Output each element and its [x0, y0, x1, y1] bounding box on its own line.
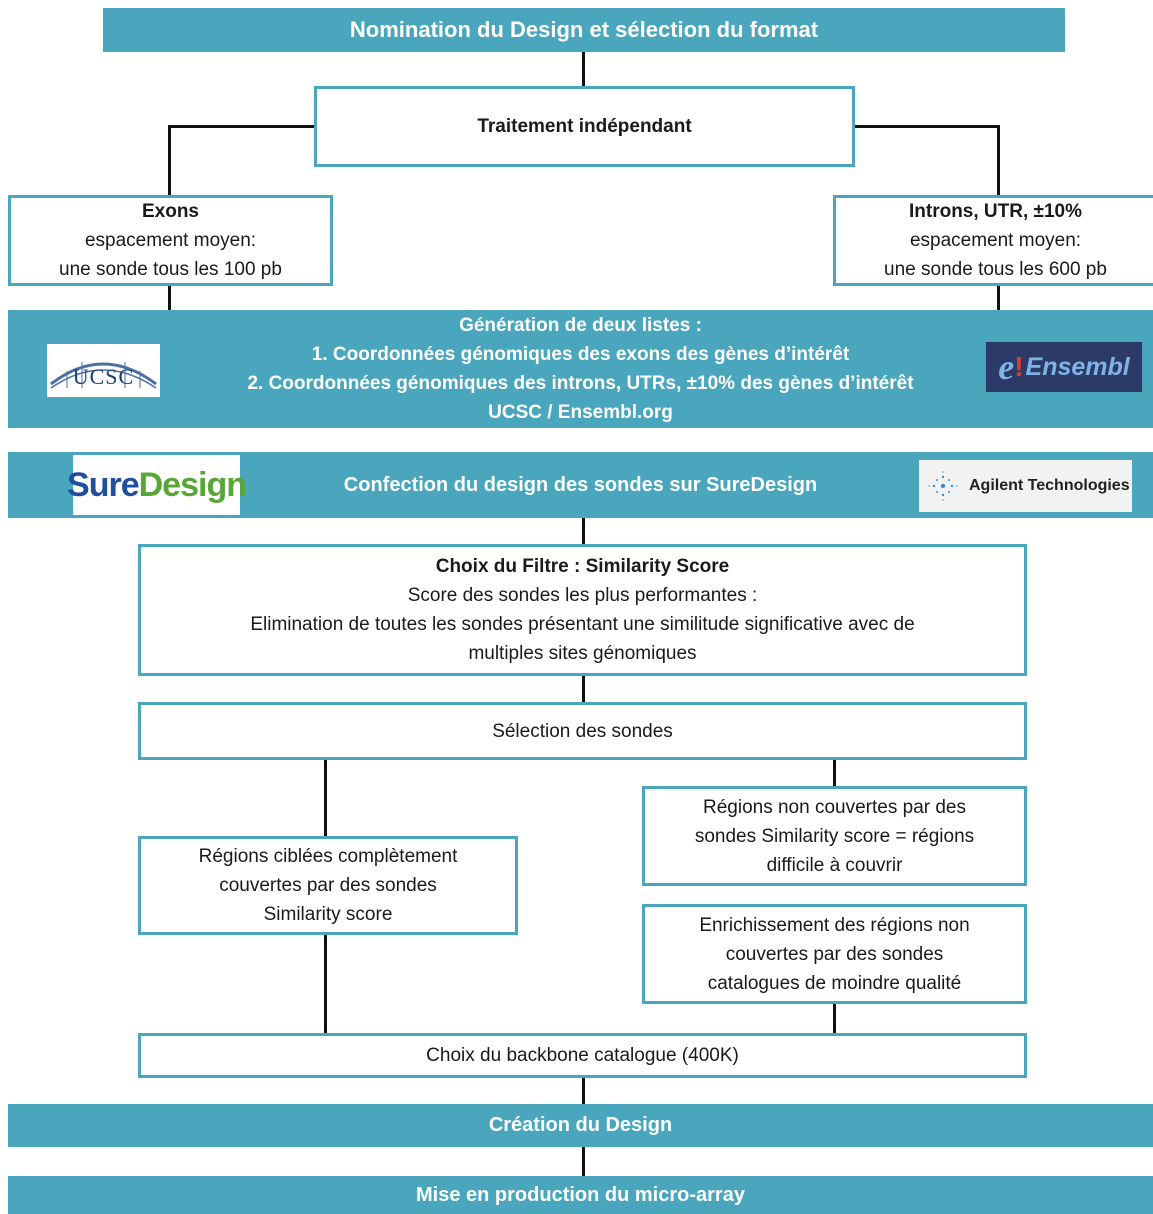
selection-label: Sélection des sondes	[492, 720, 673, 742]
introns-line2: une sonde tous les 600 pb	[884, 259, 1107, 280]
filtre-box: Choix du Filtre : Similarity Score Score…	[138, 544, 1027, 676]
connector-exons-generation	[168, 286, 171, 310]
regions-non-line3: difficile à couvrir	[766, 854, 903, 876]
ucsc-logo: UCSC	[47, 344, 160, 397]
ensembl-logo: e ! Ensembl	[986, 342, 1142, 392]
ensembl-bang: !	[1014, 351, 1024, 382]
ucsc-logo-text: UCSC	[72, 364, 135, 389]
generation-line2: 1. Coordonnées génomiques des exons des …	[311, 344, 850, 365]
connector-right-down	[997, 125, 1000, 195]
enrichissement-line1: Enrichissement des régions non	[699, 914, 970, 936]
enrichissement-line2: couvertes par des sondes	[725, 943, 944, 965]
connector-enrich-backbone	[833, 1004, 836, 1033]
selection-box: Sélection des sondes	[138, 702, 1027, 760]
generation-band: Génération de deux listes : 1. Coordonné…	[8, 310, 1153, 428]
filtre-line1: Score des sondes les plus performantes :	[407, 585, 758, 606]
regions-non-line1: Régions non couvertes par des	[703, 796, 966, 818]
exons-title: Exons	[141, 201, 200, 222]
header-title: Nomination du Design et sélection du for…	[349, 17, 819, 42]
connector-header-traitement	[582, 52, 585, 86]
traitement-box: Traitement indépendant	[314, 86, 855, 167]
generation-line1: Génération de deux listes :	[459, 315, 702, 336]
generation-line3: 2. Coordonnées génomiques des introns, U…	[247, 373, 914, 394]
introns-line1: espacement moyen:	[909, 230, 1082, 251]
connector-creation-production	[582, 1147, 585, 1176]
regions-ciblees-line2: couvertes par des sondes	[219, 875, 437, 896]
exons-line1: espacement moyen:	[84, 230, 257, 251]
agilent-spark-icon	[928, 471, 958, 501]
exons-box: Exons espacement moyen: une sonde tous l…	[8, 195, 333, 286]
exons-line2: une sonde tous les 100 pb	[59, 259, 282, 280]
generation-line4: UCSC / Ensembl.org	[488, 402, 673, 423]
backbone-box: Choix du backbone catalogue (400K)	[138, 1033, 1027, 1078]
regions-ciblees-line1: Régions ciblées complètement	[198, 846, 458, 867]
connector-ciblees-backbone	[324, 935, 327, 1033]
backbone-label: Choix du backbone catalogue (400K)	[426, 1045, 739, 1066]
suredesign-logo: Sure Design	[67, 455, 247, 515]
connector-backbone-creation	[582, 1078, 585, 1104]
header-band: Nomination du Design et sélection du for…	[103, 8, 1065, 52]
connector-filtre-selection	[582, 676, 585, 702]
regions-ciblees-box: Régions ciblées complètement couvertes p…	[138, 836, 518, 935]
creation-label: Création du Design	[488, 1114, 673, 1136]
regions-non-box: Régions non couvertes par des sondes Sim…	[642, 786, 1027, 886]
connector-selection-non	[833, 760, 836, 786]
suredesign-logo-sure: Sure	[67, 465, 140, 504]
ucsc-bridge-icon	[50, 362, 157, 389]
enrichissement-box: Enrichissement des régions non couvertes…	[642, 904, 1027, 1004]
regions-ciblees-line3: Similarity score	[263, 904, 393, 925]
ensembl-e: e	[998, 347, 1015, 387]
regions-non-line2: sondes Similarity score = régions	[694, 825, 975, 847]
traitement-label: Traitement indépendant	[477, 116, 692, 137]
connector-introns-generation	[997, 286, 1000, 310]
connector-selection-ciblees	[324, 760, 327, 836]
agilent-logo: Agilent Technologies	[919, 460, 1132, 512]
creation-band: Création du Design	[8, 1104, 1153, 1147]
connector-traitement-left	[168, 125, 314, 128]
connector-traitement-right	[852, 125, 1000, 128]
production-band: Mise en production du micro-array	[8, 1176, 1153, 1214]
filtre-line3: multiples sites génomiques	[468, 643, 697, 664]
agilent-logo-text: Agilent Technologies	[969, 477, 1130, 494]
enrichissement-line3: catalogues de moindre qualité	[707, 972, 962, 994]
introns-title: Introns, UTR, ±10%	[908, 201, 1082, 222]
filtre-line2: Elimination de toutes les sondes présent…	[250, 614, 915, 635]
confection-label: Confection du design des sondes sur Sure…	[343, 473, 818, 496]
suredesign-logo-design: Design	[138, 465, 247, 504]
connector-left-down	[168, 125, 171, 195]
ensembl-name: Ensembl	[1025, 352, 1130, 381]
connector-confection-filtre	[582, 518, 585, 544]
introns-box: Introns, UTR, ±10% espacement moyen: une…	[833, 195, 1153, 286]
production-label: Mise en production du micro-array	[416, 1183, 745, 1206]
filtre-title: Choix du Filtre : Similarity Score	[435, 556, 730, 577]
